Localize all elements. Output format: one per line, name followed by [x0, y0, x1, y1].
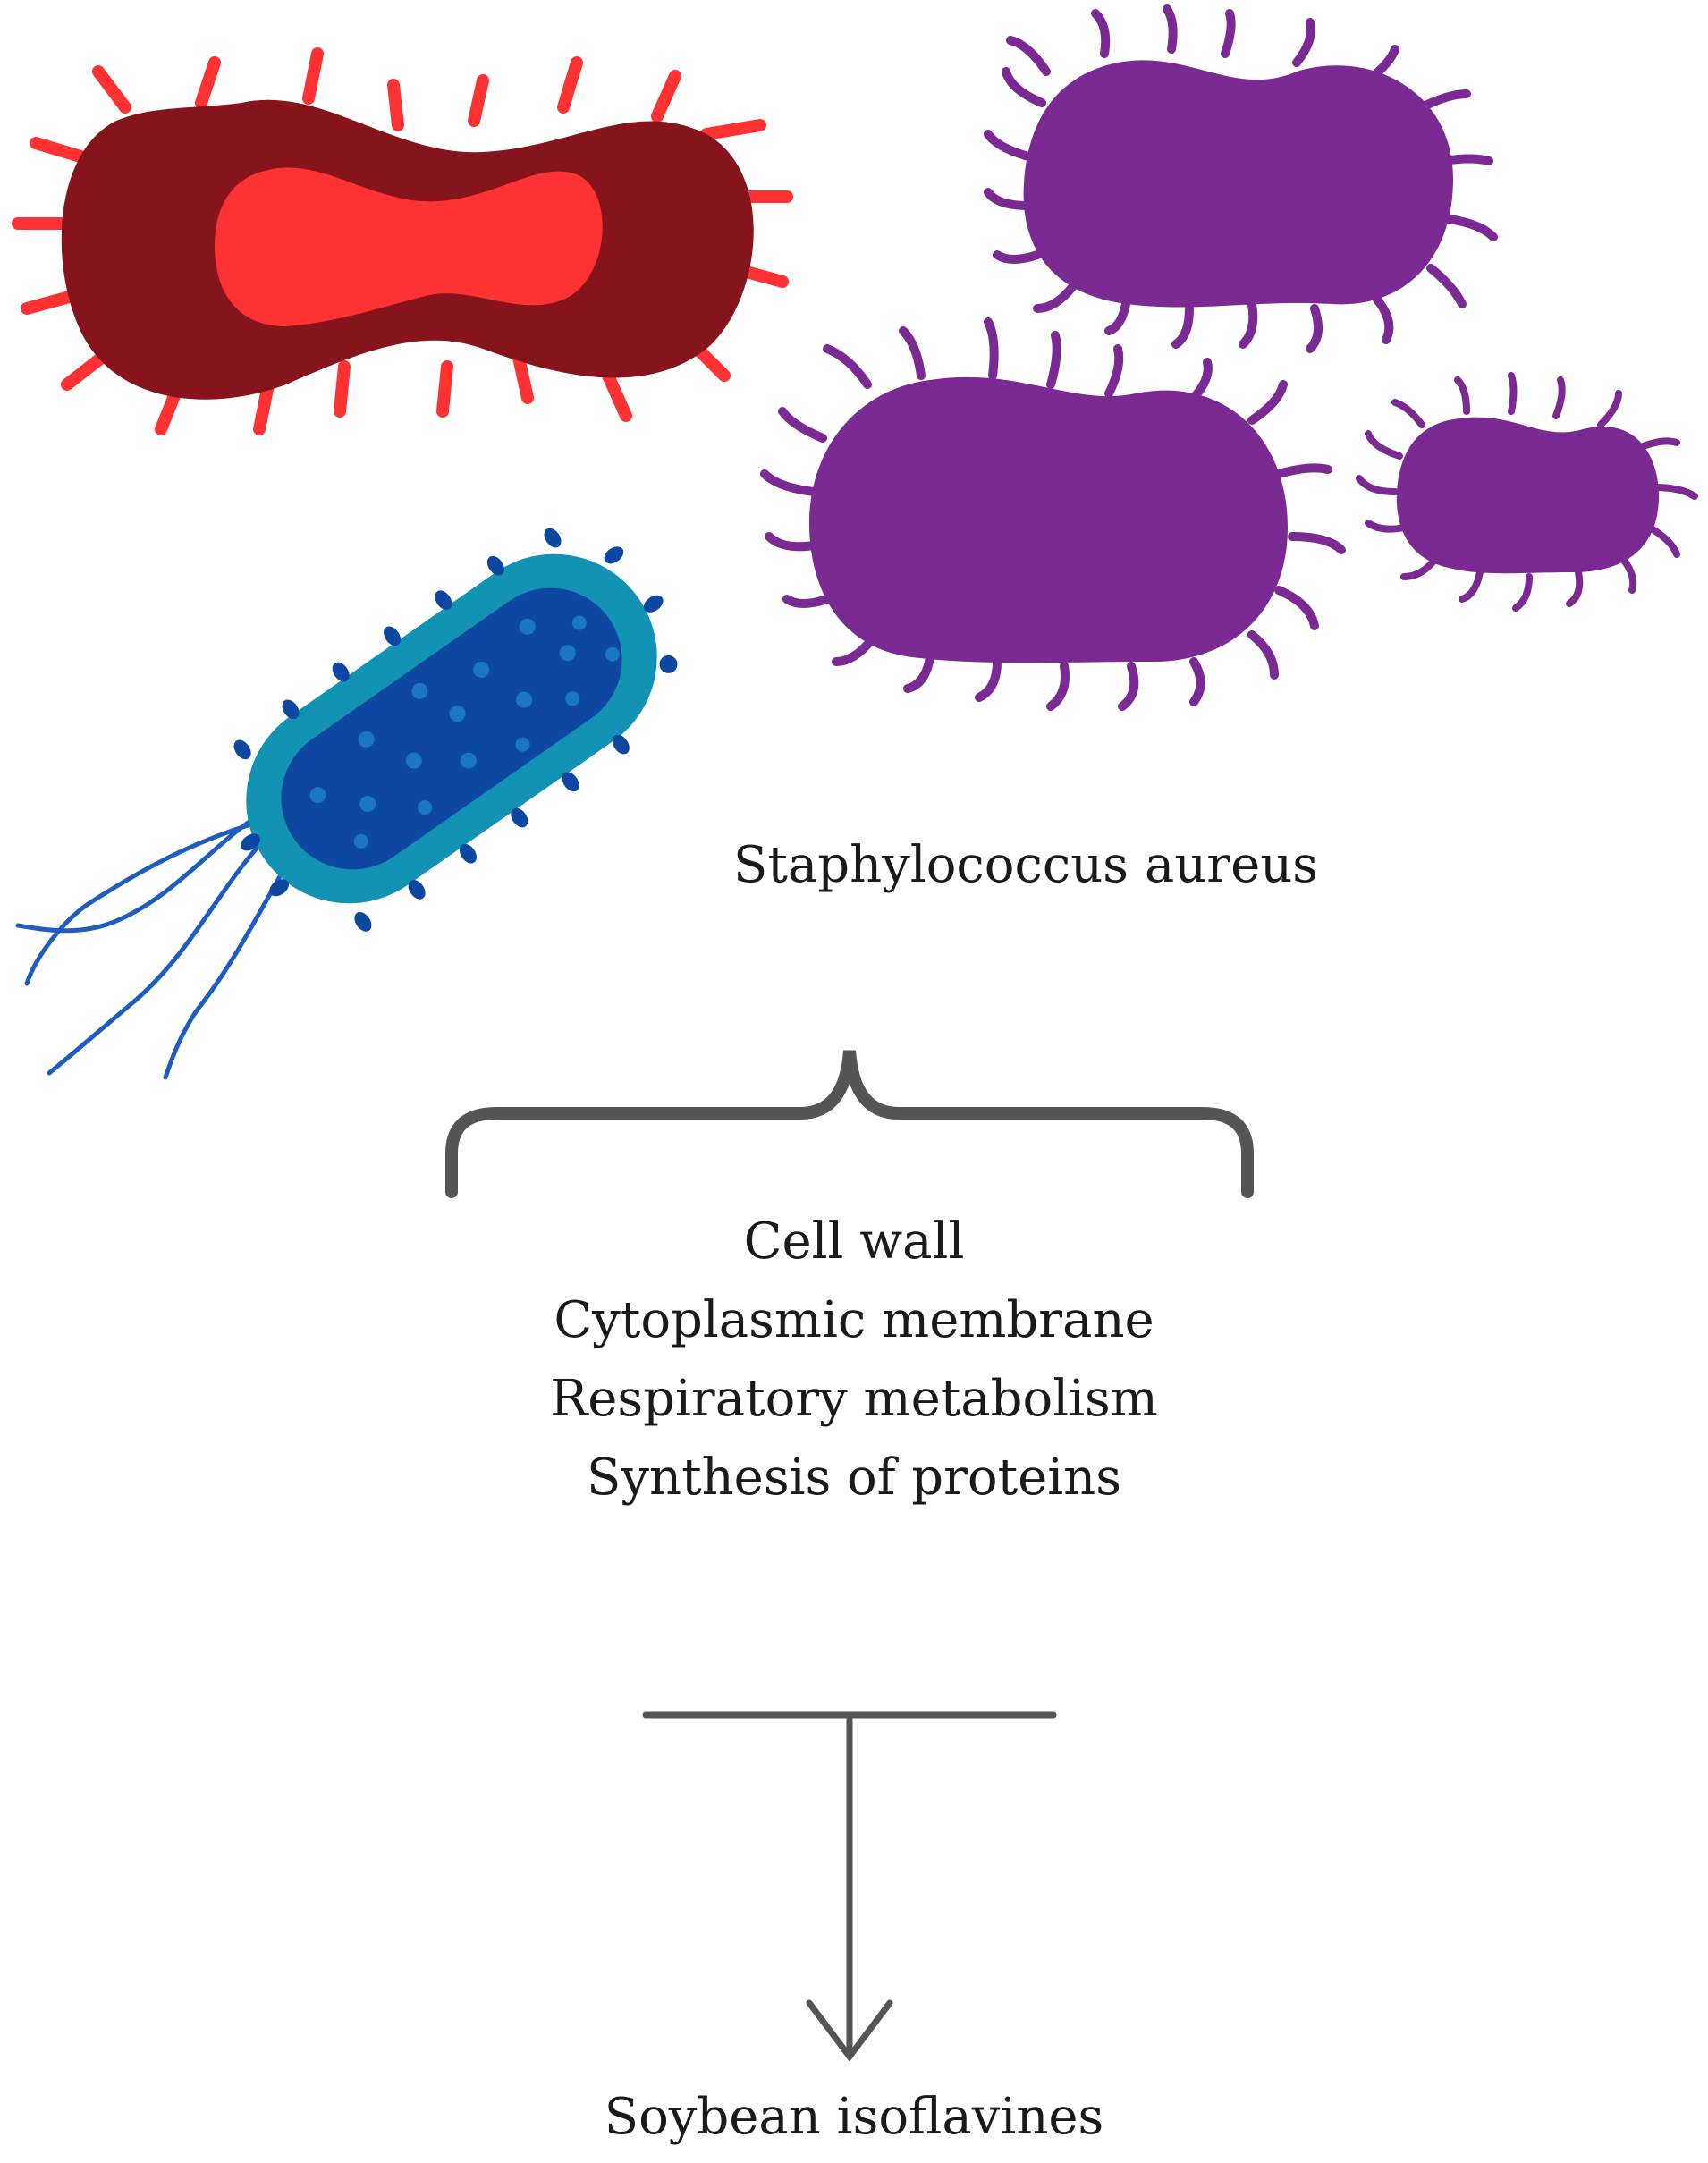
- inhibition-arrow-icon: [642, 1711, 1057, 2062]
- target-item-protein-synthesis: Synthesis of proteins: [587, 1449, 1121, 1507]
- purple-bacterium-upper: [1023, 60, 1453, 308]
- species-label: Staphylococcus aureus: [733, 836, 1319, 894]
- purple-bacterium-icon: [760, 317, 1346, 711]
- brace-icon: [445, 1050, 1254, 1198]
- purple-bacterium-icon: [984, 4, 1498, 353]
- target-item-respiratory-metabolism: Respiratory metabolism: [550, 1370, 1158, 1428]
- purple-bacterium-small: [1396, 417, 1659, 574]
- purple-bacterium-middle: [809, 376, 1288, 663]
- rod-bacterium-icon: [15, 528, 678, 1080]
- target-item-cell-wall: Cell wall: [743, 1212, 965, 1271]
- target-item-cytoplasmic-membrane: Cytoplasmic membrane: [554, 1291, 1154, 1349]
- red-bacterium-icon: [12, 47, 793, 435]
- target-list: Cell wall Cytoplasmic membrane Respirato…: [407, 1203, 1301, 1517]
- compound-label: Soybean isoflavines: [604, 2088, 1104, 2146]
